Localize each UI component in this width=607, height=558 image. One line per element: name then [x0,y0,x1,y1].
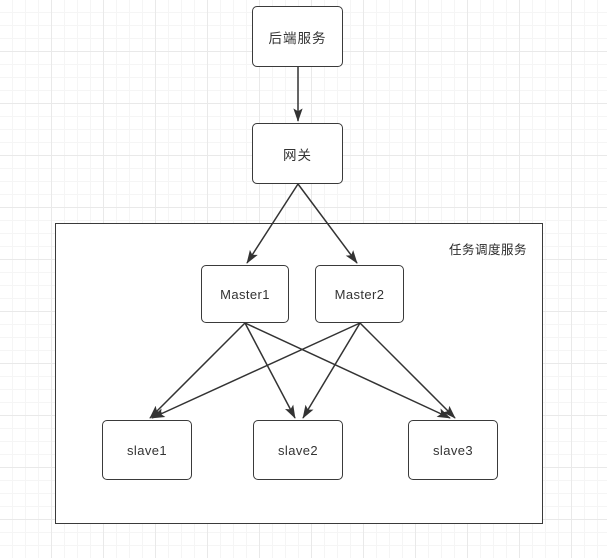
node-label-backend: 后端服务 [268,30,327,46]
group-label-task-scheduling-service: 任务调度服务 [448,243,527,257]
node-backend[interactable]: 后端服务 [252,6,343,67]
node-master1[interactable]: Master1 [201,265,289,323]
node-label-master2: Master2 [334,286,385,302]
node-slave3[interactable]: slave3 [408,420,498,480]
node-slave1[interactable]: slave1 [102,420,192,480]
node-gateway[interactable]: 网关 [252,123,343,184]
node-slave2[interactable]: slave2 [253,420,343,480]
node-label-slave2: slave2 [278,442,318,458]
node-label-master1: Master1 [220,286,270,302]
node-label-slave3: slave3 [433,442,473,458]
node-label-gateway: 网关 [283,147,312,163]
node-master2[interactable]: Master2 [315,265,404,323]
node-label-slave1: slave1 [127,442,167,458]
